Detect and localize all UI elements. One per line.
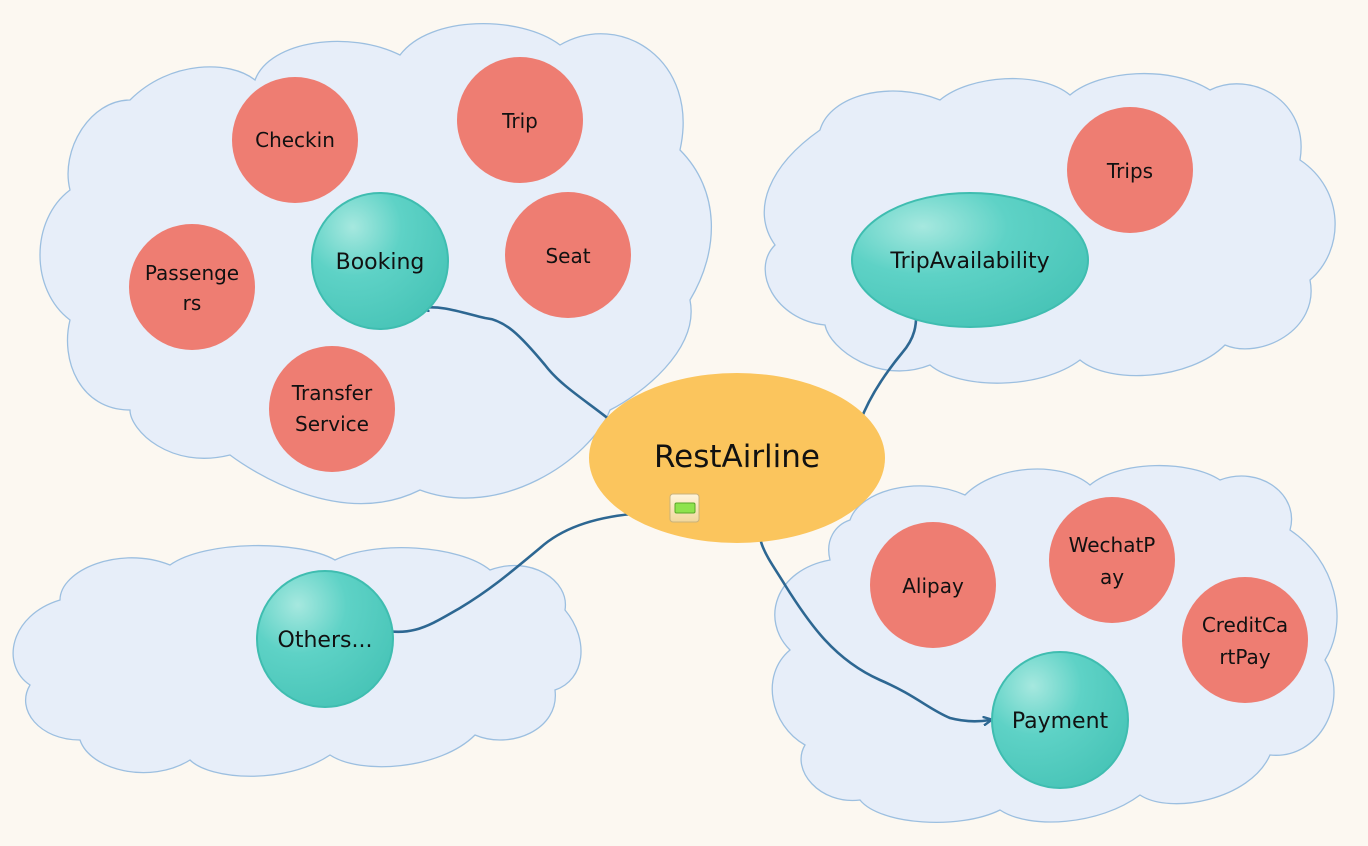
leaf-node-trip[interactable]: Trip: [457, 57, 583, 183]
root-label: RestAirline: [654, 439, 820, 475]
leaf-node-wechatpay[interactable]: WechatP ay: [1049, 497, 1175, 623]
leaf-label-wechat-line1: WechatP: [1069, 533, 1156, 557]
edge-root-to-payment: [757, 513, 990, 721]
leaf-label-passengers-line2: rs: [183, 291, 202, 315]
edge-root-to-tripavailability: [858, 308, 916, 424]
collapse-minus-icon[interactable]: [669, 493, 700, 523]
leaf-label-trip: Trip: [501, 109, 538, 133]
leaf-label-transfer-line1: Transfer: [291, 381, 373, 405]
hub-label-booking: Booking: [336, 250, 425, 275]
root-node[interactable]: RestAirline: [589, 373, 885, 543]
leaf-label-wechat-line2: ay: [1100, 565, 1124, 589]
hub-label-tripavailability: TripAvailability: [889, 249, 1049, 274]
leaf-label-credit-line1: CreditCa: [1202, 613, 1288, 637]
leaf-node-creditcartpay[interactable]: CreditCa rtPay: [1182, 577, 1308, 703]
leaf-label-checkin: Checkin: [255, 128, 335, 152]
hub-node-tripavailability[interactable]: TripAvailability: [851, 192, 1089, 328]
leaf-node-checkin[interactable]: Checkin: [232, 77, 358, 203]
hub-node-booking[interactable]: Booking: [311, 192, 449, 330]
leaf-label-trips: Trips: [1106, 159, 1153, 183]
leaf-node-passengers[interactable]: Passenge rs: [129, 224, 255, 350]
leaf-label-alipay: Alipay: [902, 574, 964, 598]
hub-label-others: Others...: [278, 628, 373, 653]
leaf-label-transfer-line2: Service: [295, 412, 369, 436]
edge-root-to-booking: [422, 307, 612, 422]
hub-node-payment[interactable]: Payment: [991, 651, 1129, 789]
hub-label-payment: Payment: [1012, 709, 1109, 734]
leaf-node-alipay[interactable]: Alipay: [870, 522, 996, 648]
leaf-node-seat[interactable]: Seat: [505, 192, 631, 318]
leaf-label-seat: Seat: [545, 244, 590, 268]
hub-node-others[interactable]: Others...: [256, 570, 394, 708]
leaf-node-trips[interactable]: Trips: [1067, 107, 1193, 233]
leaf-node-transfer-service[interactable]: Transfer Service: [269, 346, 395, 472]
edge-root-to-others: [370, 512, 634, 632]
leaf-label-passengers-line1: Passenge: [145, 261, 239, 285]
leaf-label-credit-line2: rtPay: [1219, 645, 1270, 669]
